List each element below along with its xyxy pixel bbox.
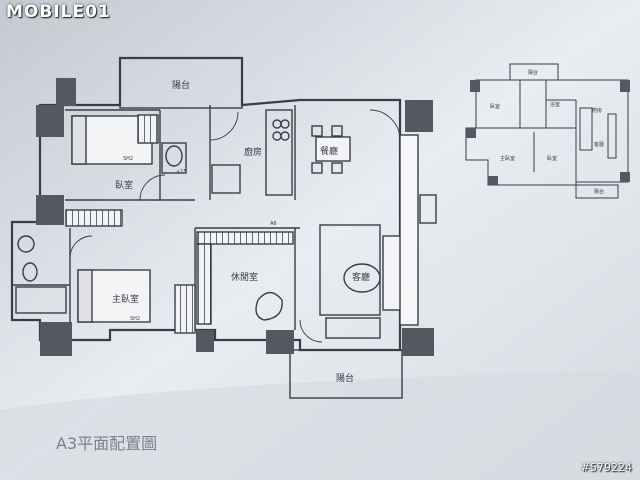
thumb-label: 臥室 [490,103,500,110]
label-dining: 餐廳 [320,145,338,157]
label-master-bedroom: 主臥室 [112,293,139,305]
thumbnail-plan [465,63,630,199]
thumb-label: 臥室 [547,155,557,162]
coffee-table [343,263,381,293]
label-balcony-bottom: 陽台 [336,372,354,384]
dimension-mark: SH2 [123,156,133,162]
kitchen-counter [265,109,293,196]
label-bedroom-top: 臥室 [115,179,133,191]
columns [36,78,434,356]
label-balcony-top: 陽台 [172,79,190,91]
thumb-label: 陽台 [528,69,538,76]
thumb-label: 浴室 [550,101,560,108]
photo-id: #579224 [580,461,632,474]
plan-caption: A3平面配置圖 [56,434,157,453]
paper-fold [0,370,640,480]
balcony-top [119,57,243,109]
dining-table [315,136,351,162]
label-living: 客廳 [352,271,370,283]
thumb-label: 陽台 [594,188,604,195]
mobile01-logo: MOBILE01 [6,2,111,22]
main-floor-plan [10,56,437,399]
thumb-label: 客廳 [594,141,604,148]
thumb-label: 廚房 [592,107,602,114]
label-study: 休閒室 [231,271,258,283]
dimension-mark: A6 [270,221,277,227]
dimension-mark: SH2 [130,316,140,322]
balcony-bottom [289,349,403,399]
study-desk [196,231,294,245]
dimension-mark: +15 [176,169,187,175]
thumb-label: 主臥室 [500,155,515,162]
label-kitchen: 廚房 [244,146,262,158]
